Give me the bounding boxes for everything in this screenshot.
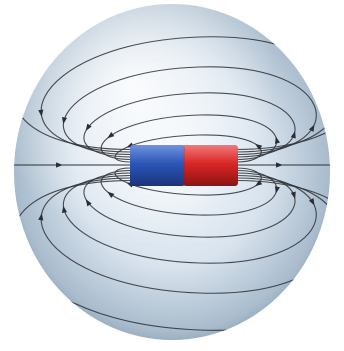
field-arrow: [11, 222, 18, 230]
bar-magnet: [130, 145, 238, 186]
field-arrow: [11, 100, 18, 108]
magnet-pole-red: [183, 145, 238, 186]
magnet-pole-blue: [130, 145, 185, 186]
field-arrow: [328, 115, 336, 124]
field-arrow: [328, 207, 336, 216]
